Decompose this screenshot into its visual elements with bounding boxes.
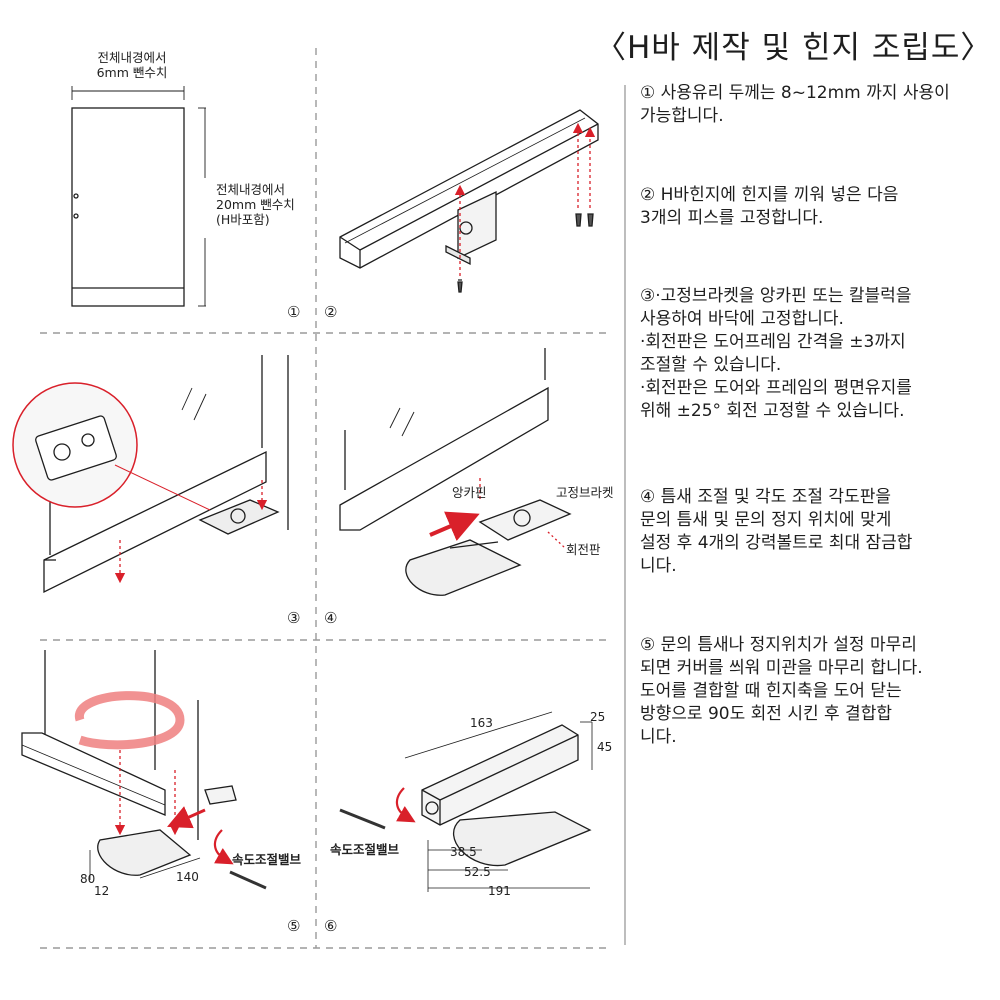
step-5-line-2: 되면 커버를 씌워 미관을 마무리 합니다.	[640, 658, 923, 678]
step-5-line-4: 방향으로 90도 회전 시킨 후 결합합	[640, 704, 892, 724]
figure-number-2: ②	[324, 303, 338, 321]
panel-grid-lines	[40, 48, 612, 949]
panel1-top-label-line1: 전체내경에서	[97, 50, 167, 65]
step-4: ④ 틈새 조절 및 각도 조절 각도판을 문의 틈새 및 문의 정지 위치에 맞…	[640, 486, 980, 578]
dim-80: 80	[80, 872, 96, 886]
figure-number-6: ⑥	[324, 917, 338, 935]
step-3-line-1: ③·고정브라켓을 앙카핀 또는 칼블럭을	[640, 286, 912, 306]
rotation-plate-label: 회전판	[566, 542, 601, 557]
panel6-speed-valve-label: 속도조절밸브	[330, 842, 399, 857]
figure-number-4: ④	[324, 609, 338, 627]
step-3-line-5: ·회전판은 도어와 프레임의 평면유지를	[640, 378, 912, 398]
dim-163: 163	[470, 716, 493, 730]
dim-25: 25	[590, 710, 606, 724]
step-4-line-1: ④ 틈새 조절 및 각도 조절 각도판을	[640, 487, 891, 507]
dim-12: 12	[94, 884, 110, 898]
step-2-line-2: 3개의 피스를 고정합니다.	[640, 208, 824, 228]
step-3: ③·고정브라켓을 앙카핀 또는 칼블럭을 사용하여 바닥에 고정합니다. ·회전…	[640, 285, 980, 423]
panel1-side-label-line2: 20mm 뺀수치	[216, 197, 295, 212]
step-5-line-3: 도어를 결합할 때 힌지축을 도어 닫는	[640, 681, 902, 701]
panel6-speed-valve-text: 속도조절밸브	[330, 842, 400, 857]
panel-2-hbar-drawing	[339, 109, 599, 293]
step-1-line-1: ① 사용유리 두께는 8~12mm 까지 사용이	[640, 83, 950, 103]
panel1-top-label-line2: 6mm 뺀수치	[96, 65, 168, 80]
page-title: 〈H바 제작 및 힌지 조립도〉	[595, 30, 993, 66]
figure-number-3: ③	[287, 609, 301, 627]
panel-6-closer-drawing	[339, 711, 593, 892]
step-2: ② H바힌지에 힌지를 끼워 넣은 다음 3개의 피스를 고정합니다.	[640, 184, 980, 230]
step-3-line-3: ·회전판은 도어프레임 간격을 ±3까지	[640, 332, 906, 352]
dim-191: 191	[488, 884, 511, 898]
step-1: ① 사용유리 두께는 8~12mm 까지 사용이 가능합니다.	[640, 82, 980, 128]
panel-4-bracket-drawing	[339, 348, 572, 596]
panel-5-door-drawing	[21, 650, 267, 890]
step-3-line-6: 위해 ±25° 회전 고정할 수 있습니다.	[640, 401, 905, 421]
step-4-line-4: 니다.	[640, 556, 677, 576]
dim-45: 45	[597, 740, 613, 754]
panel-3-install-drawing	[12, 355, 289, 594]
fixed-bracket-label: 고정브라켓	[556, 485, 614, 500]
anchor-pin-label: 앙카핀	[452, 485, 487, 500]
step-4-line-2: 문의 틈새 및 문의 정지 위치에 맞게	[640, 510, 892, 530]
panel1-side-label-line3: (H바포함)	[216, 212, 270, 227]
dim-52-5: 52.5	[464, 865, 491, 879]
step-5-line-5: 니다.	[640, 727, 677, 747]
panel1-side-label: 전체내경에서 20mm 뺀수치 (H바포함)	[216, 182, 295, 227]
figure-number-5: ⑤	[287, 917, 301, 935]
step-3-line-2: 사용하여 바닥에 고정합니다.	[640, 309, 844, 329]
panel1-top-label: 전체내경에서 6mm 뺀수치	[82, 50, 182, 80]
panel5-speed-valve-text: 속도조절밸브	[232, 852, 302, 867]
step-4-line-3: 설정 후 4개의 강력볼트로 최대 잠금합	[640, 533, 913, 553]
step-5-line-1: ⑤ 문의 틈새나 정지위치가 설정 마무리	[640, 635, 917, 655]
figure-number-1: ①	[287, 303, 301, 321]
step-5: ⑤ 문의 틈새나 정지위치가 설정 마무리 되면 커버를 씌워 미관을 마무리 …	[640, 634, 980, 749]
panel-1-door-drawing	[71, 86, 206, 307]
step-1-line-2: 가능합니다.	[640, 106, 724, 126]
step-2-line-1: ② H바힌지에 힌지를 끼워 넣은 다음	[640, 185, 899, 205]
panel5-speed-valve-label: 속도조절밸브	[232, 852, 301, 867]
step-3-line-4: 조절할 수 있습니다.	[640, 355, 782, 375]
dim-140: 140	[176, 870, 199, 884]
dim-38-5: 38.5	[450, 845, 477, 859]
panel1-side-label-line1: 전체내경에서	[216, 182, 286, 197]
